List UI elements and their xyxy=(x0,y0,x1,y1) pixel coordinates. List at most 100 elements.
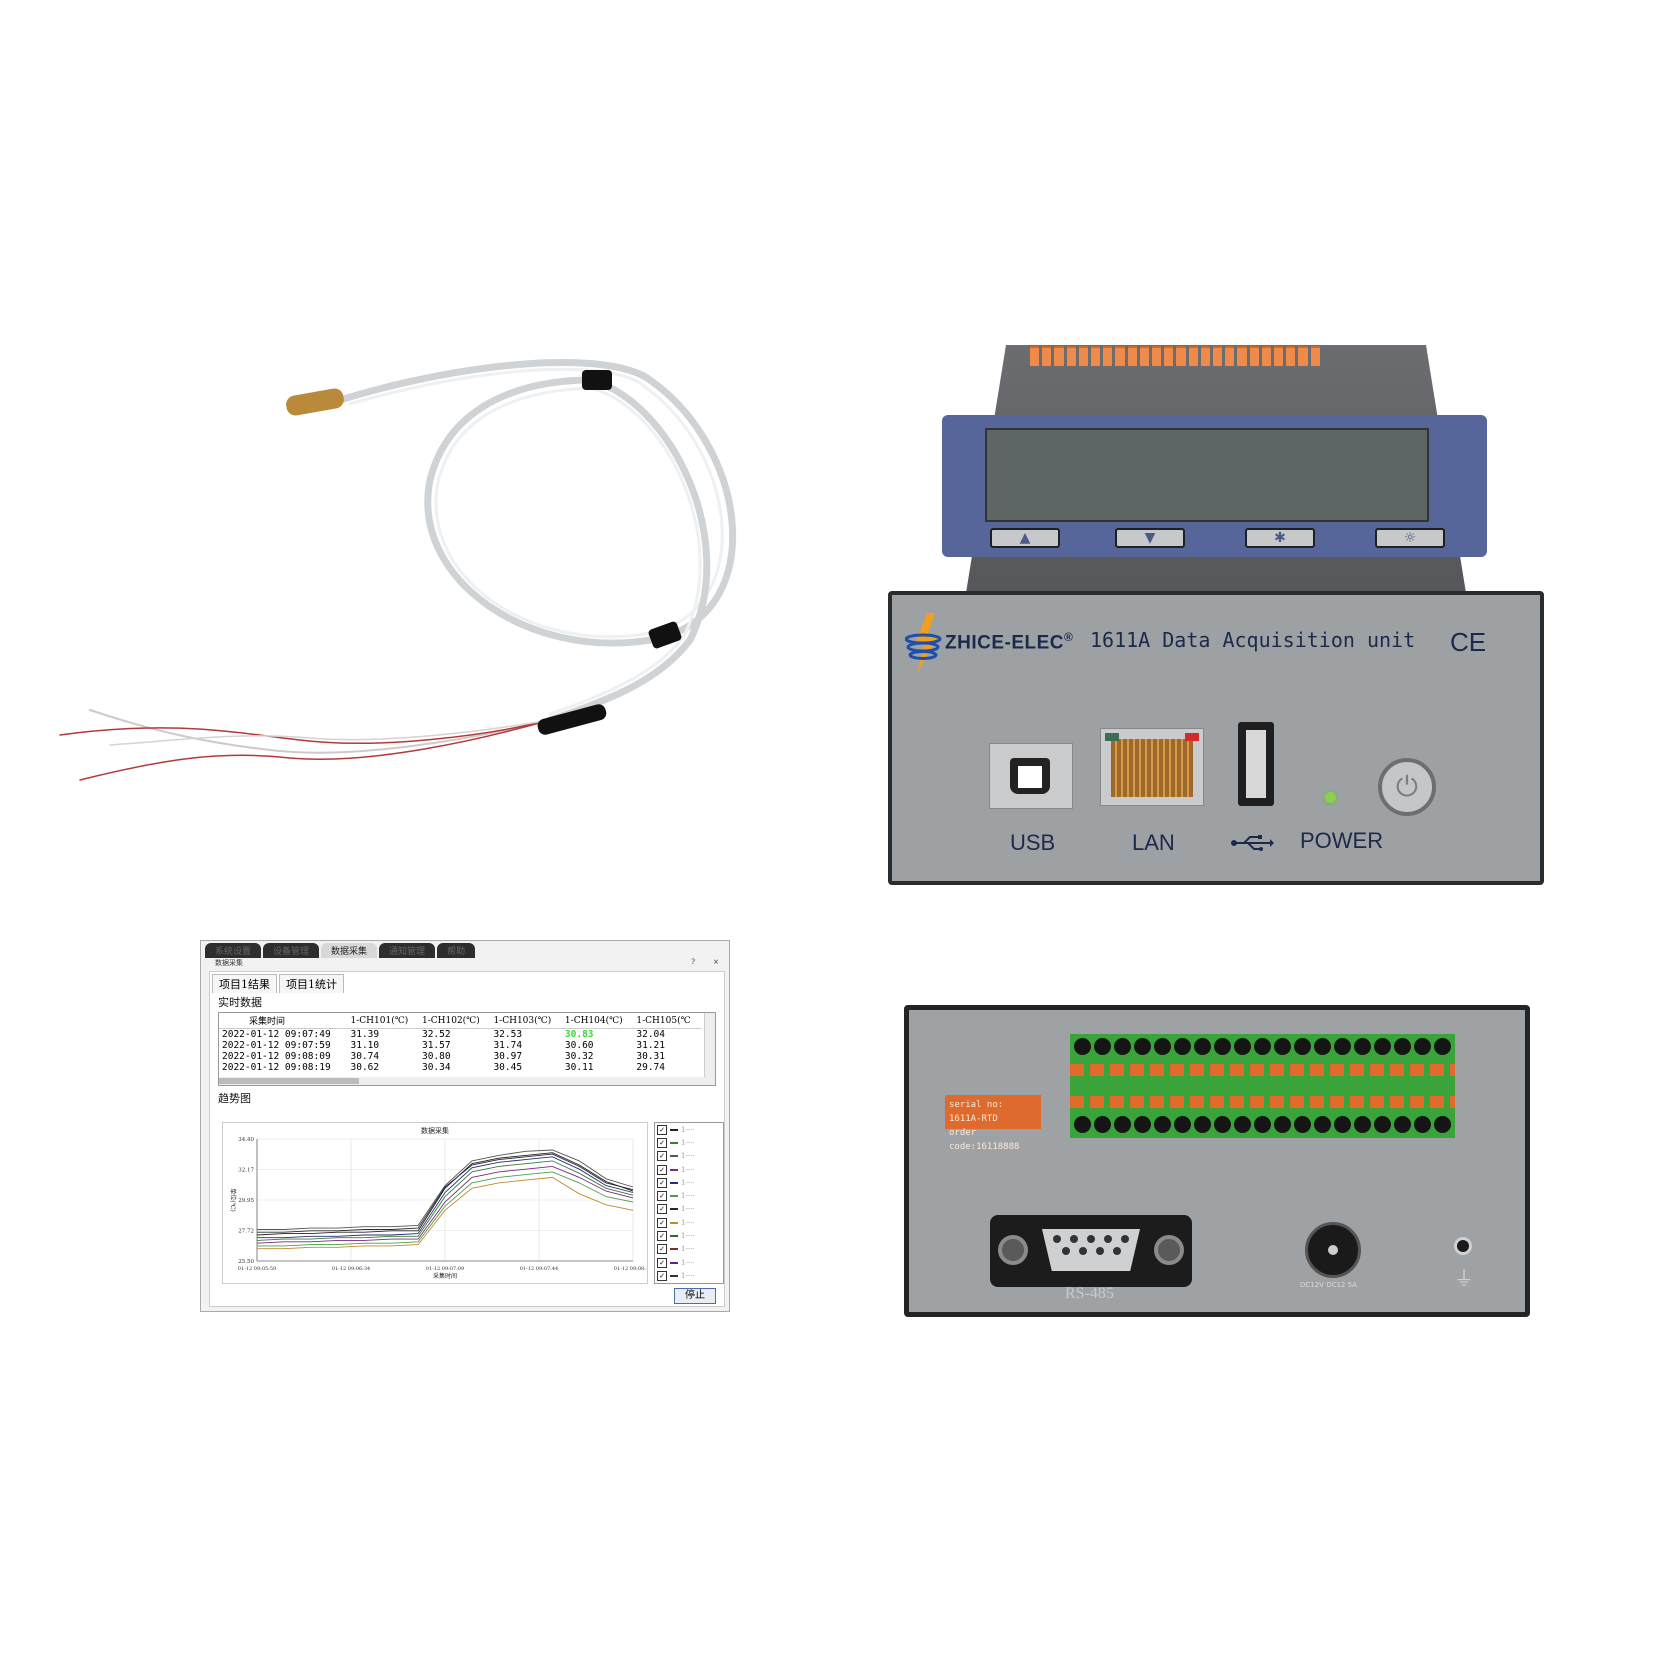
rs485-db9-port xyxy=(990,1215,1192,1287)
legend-label: 1-··· xyxy=(681,1232,695,1241)
power-button[interactable]: ⏻ xyxy=(1378,758,1436,816)
ce-mark: CE xyxy=(1450,627,1487,657)
table-horizontal-scrollbar[interactable] xyxy=(219,1077,705,1085)
table-cell: 30.80 xyxy=(421,1051,451,1062)
table-header-cell[interactable]: 1-CH103(℃) xyxy=(490,1013,562,1029)
legend-item[interactable]: ✓1-··· xyxy=(655,1176,723,1189)
lcd-bluetooth-button[interactable]: ✱ xyxy=(1245,528,1315,548)
legend-item[interactable]: ✓1-··· xyxy=(655,1203,723,1216)
tab-help[interactable]: 帮助 xyxy=(437,943,476,958)
usb-port-label: USB xyxy=(1010,830,1056,855)
y-tick-label: 34.40 xyxy=(238,1137,254,1143)
lcd-down-button[interactable]: ▼ xyxy=(1115,528,1185,548)
series-legend: ✓1-···✓1-···✓1-···✓1-···✓1-···✓1-···✓1-·… xyxy=(654,1122,724,1284)
legend-checkbox[interactable]: ✓ xyxy=(657,1164,667,1175)
legend-swatch xyxy=(670,1168,678,1171)
table-header-cell[interactable]: 采集时间 xyxy=(219,1013,348,1029)
legend-item[interactable]: ✓1-··· xyxy=(655,1216,723,1229)
terminal-hole xyxy=(1354,1038,1371,1055)
table-cell: 31.21 xyxy=(636,1040,665,1051)
legend-checkbox[interactable]: ✓ xyxy=(657,1137,667,1148)
ground-terminal xyxy=(1454,1237,1472,1255)
stop-button[interactable]: 停止 xyxy=(674,1288,716,1304)
legend-checkbox[interactable]: ✓ xyxy=(657,1204,667,1215)
legend-checkbox[interactable]: ✓ xyxy=(657,1177,667,1188)
table-header-cell[interactable]: 1-CH101(℃) xyxy=(347,1013,419,1029)
legend-checkbox[interactable]: ✓ xyxy=(657,1257,667,1268)
legend-checkbox[interactable]: ✓ xyxy=(657,1151,667,1162)
table-cell: 30.62 xyxy=(350,1062,380,1073)
close-button[interactable]: × xyxy=(713,958,719,966)
legend-checkbox[interactable]: ✓ xyxy=(657,1231,667,1242)
realtime-data-label: 实时数据 xyxy=(218,996,262,1009)
legend-checkbox[interactable]: ✓ xyxy=(657,1124,667,1135)
terminal-hole xyxy=(1434,1038,1451,1055)
terminal-hole xyxy=(1194,1116,1211,1133)
terminal-hole xyxy=(1234,1116,1251,1133)
x-tick-label: 01-12 09:07:44 xyxy=(520,1266,558,1272)
legend-label: 1-··· xyxy=(681,1152,695,1161)
legend-label: 1-··· xyxy=(681,1125,695,1134)
legend-item[interactable]: ✓1-··· xyxy=(655,1163,723,1176)
tab-data-acquisition[interactable]: 数据采集 xyxy=(321,943,378,958)
legend-item[interactable]: ✓ 1-··· xyxy=(655,1229,723,1242)
terminal-hole xyxy=(1274,1116,1291,1133)
table-header-cell[interactable]: 1-CH102(℃) xyxy=(418,1013,491,1029)
terminal-hole xyxy=(1154,1038,1171,1055)
x-tick-label: 01-12 09:05:59 xyxy=(238,1266,276,1272)
terminal-hole xyxy=(1134,1116,1151,1133)
terminal-hole xyxy=(1074,1038,1091,1055)
tab-project-statistics[interactable]: 项目1统计 xyxy=(279,974,344,993)
tab-system-settings[interactable]: 系统设置 xyxy=(205,943,262,958)
table-cell: 32.52 xyxy=(421,1029,451,1040)
tab-project-results[interactable]: 项目1结果 xyxy=(212,974,277,993)
table-header-cell[interactable]: 1-CH104(℃) xyxy=(561,1013,634,1029)
terminal-hole xyxy=(1294,1038,1311,1055)
lcd-backlight-button[interactable]: ☼ xyxy=(1375,528,1445,548)
legend-checkbox[interactable]: ✓ xyxy=(657,1244,667,1255)
table-cell: 30.83 xyxy=(564,1029,594,1040)
lcd-up-button[interactable]: ▲ xyxy=(990,528,1060,548)
terminal-hole xyxy=(1094,1038,1111,1055)
legend-item[interactable]: ✓ 1-··· xyxy=(655,1123,723,1136)
terminal-hole xyxy=(1234,1038,1251,1055)
serial-label: serial no: 1611A-RTD order code:16118888 xyxy=(945,1095,1041,1152)
legend-checkbox[interactable]: ✓ xyxy=(657,1191,667,1202)
legend-item[interactable]: ✓ 1-··· xyxy=(655,1243,723,1256)
legend-item[interactable]: ✓1-··· xyxy=(655,1269,723,1282)
table-header-cell[interactable]: 1-CH105(℃ xyxy=(633,1013,701,1029)
tab-notifications[interactable]: 通知管理 xyxy=(379,943,436,958)
legend-item[interactable]: ✓1-··· xyxy=(655,1136,723,1149)
terminal-hole xyxy=(1434,1116,1451,1133)
legend-checkbox[interactable]: ✓ xyxy=(657,1217,667,1228)
table-cell: 2022-01-12 09:08:09 xyxy=(222,1051,331,1062)
legend-item[interactable]: ✓ 1-··· xyxy=(655,1150,723,1163)
legend-swatch xyxy=(670,1221,678,1224)
legend-item[interactable]: ✓1-··· xyxy=(655,1189,723,1202)
terminal-hole xyxy=(1414,1116,1431,1133)
order-code: order code:16118888 xyxy=(949,1128,1020,1152)
model-label: 1611A Data Acquisition unit xyxy=(1090,628,1416,652)
legend-item[interactable]: ✓1-··· xyxy=(655,1256,723,1269)
table-vertical-scrollbar[interactable] xyxy=(704,1013,715,1085)
table-cell: 30.11 xyxy=(564,1062,594,1073)
tab-device-management[interactable]: 设备管理 xyxy=(263,943,320,958)
brand-name: ZHICE-ELEC® xyxy=(945,630,1074,654)
table-cell: 29.74 xyxy=(636,1062,665,1073)
help-button[interactable]: ? xyxy=(691,958,695,966)
table-cell: 30.60 xyxy=(564,1040,594,1051)
legend-checkbox[interactable]: ✓ xyxy=(657,1270,667,1281)
terminal-hole xyxy=(1314,1038,1331,1055)
legend-swatch xyxy=(670,1208,678,1211)
y-tick-label: 27.72 xyxy=(238,1229,254,1235)
series-line xyxy=(256,1160,634,1241)
table-cell: 32.53 xyxy=(493,1029,523,1040)
legend-label: 1-··· xyxy=(681,1245,695,1254)
usb-a-port xyxy=(1238,722,1274,806)
table-cell: 30.97 xyxy=(493,1051,523,1062)
